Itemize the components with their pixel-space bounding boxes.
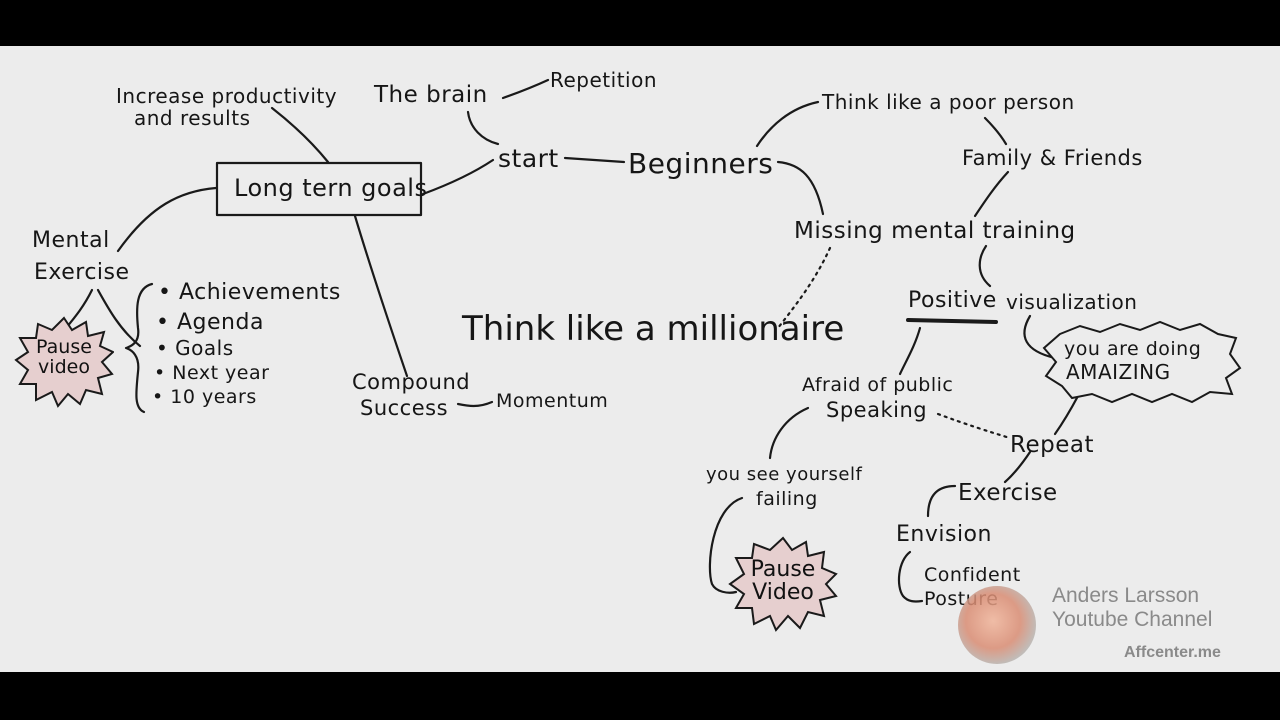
node-failing: failing — [756, 488, 818, 510]
line-failing-pause — [708, 496, 744, 594]
line-beginners-poor — [755, 100, 820, 148]
node-missing-mental: Missing mental training — [794, 218, 1076, 244]
node-positive: Positive — [908, 288, 997, 313]
line-goals-start — [421, 158, 495, 196]
node-visualization: visualization — [1006, 290, 1138, 314]
pause-video-right-text: Pause Video — [750, 557, 816, 606]
list-item-10-years: • 10 years — [152, 386, 257, 408]
node-mental-exercise: Exercise — [34, 260, 130, 285]
pause-video-burst-left — [14, 316, 114, 408]
node-afraid-public: Afraid of public — [802, 374, 954, 396]
list-item-achievements: • Achievements — [158, 280, 341, 305]
list-item-agenda: • Agenda — [156, 310, 264, 335]
line-brain-start — [466, 110, 500, 146]
node-beginners: Beginners — [628, 147, 774, 180]
positive-underline — [906, 318, 998, 324]
line-missing-millionaire — [776, 246, 832, 330]
pause-video-left-text: Pause video — [36, 336, 92, 378]
node-long-term-goals: Long tern goals — [234, 174, 428, 202]
line-repeat-exercise — [1003, 450, 1032, 484]
watermark-site: Affcenter.me — [1124, 644, 1221, 661]
node-the-brain: The brain — [374, 82, 488, 108]
node-momentum: Momentum — [496, 390, 609, 412]
node-start: start — [498, 144, 559, 173]
node-compound: Compound — [352, 370, 471, 394]
node-doing-amazing-line2: AMAIZING — [1066, 360, 1171, 384]
whiteboard: Increase productivity and results Long t… — [0, 46, 1280, 672]
node-see-yourself: you see yourself — [706, 464, 863, 485]
node-success: Success — [360, 396, 449, 420]
line-afraid-see — [768, 406, 810, 460]
line-exercise-envision — [926, 484, 957, 518]
node-repetition: Repetition — [550, 68, 658, 92]
list-item-next-year: • Next year — [154, 362, 270, 384]
long-term-goals-box — [215, 161, 423, 217]
node-doing-amazing-line1: you are doing — [1064, 338, 1202, 360]
line-poor-family — [983, 116, 1008, 146]
pause-video-burst-right — [728, 536, 838, 632]
node-think-poor: Think like a poor person — [822, 90, 1075, 114]
line-start-beginners — [563, 156, 626, 164]
node-confident: Confident — [924, 564, 1021, 586]
node-speaking: Speaking — [826, 398, 928, 422]
watermark-channel: Youtube Channel — [1052, 608, 1213, 631]
line-brain-repetition — [501, 78, 550, 100]
line-compound-momentum — [456, 400, 494, 408]
node-envision: Envision — [896, 522, 992, 547]
line-missing-positive — [978, 244, 992, 288]
node-mental: Mental — [32, 228, 110, 253]
node-repeat: Repeat — [1010, 432, 1094, 458]
line-beginners-missing — [776, 160, 825, 216]
node-exercise: Exercise — [958, 480, 1058, 506]
node-think-millionaire: Think like a millionaire — [462, 309, 845, 349]
line-afraid-repeat — [936, 412, 1012, 440]
line-visualization-amazing — [1023, 314, 1057, 360]
line-amazing-repeat — [1053, 394, 1080, 436]
watermark-name: Anders Larsson — [1052, 584, 1200, 607]
node-and-results: and results — [134, 106, 251, 130]
line-goals-compound — [353, 214, 409, 378]
line-productivity-goals — [270, 106, 330, 164]
amazing-bubble — [1042, 320, 1242, 404]
channel-avatar — [958, 586, 1036, 664]
list-brace — [124, 282, 154, 414]
mindmap-connectors — [64, 78, 1080, 603]
node-increase-productivity: Increase productivity — [116, 84, 338, 108]
line-positive-afraid — [898, 326, 922, 376]
line-goals-mental — [116, 186, 218, 253]
node-family-friends: Family & Friends — [962, 146, 1143, 170]
line-family-missing — [973, 170, 1010, 218]
line-envision-confident — [897, 550, 924, 603]
list-item-goals: • Goals — [156, 336, 234, 360]
